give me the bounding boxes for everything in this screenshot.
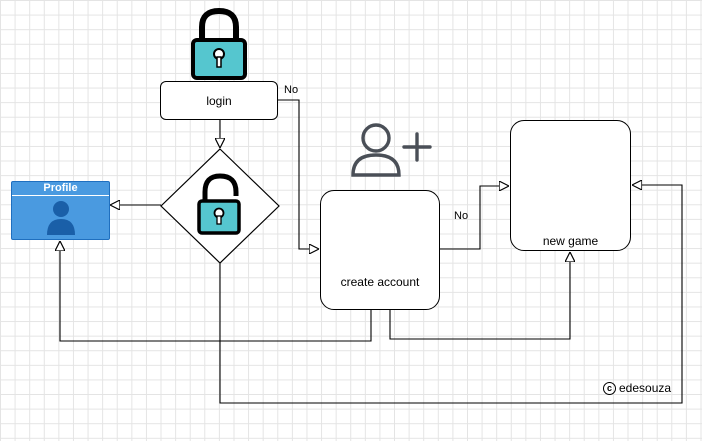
new-game-node[interactable]: new game: [510, 120, 631, 251]
edge-decision-to-game: [219, 185, 683, 404]
padlock-unlocked-icon: [197, 173, 241, 235]
padlock-locked-icon: [191, 7, 247, 80]
author-name: edesouza: [619, 381, 672, 395]
edge-create-no-to-game: [440, 186, 508, 250]
login-label: login: [206, 94, 232, 108]
edge-create-to-game: [389, 253, 570, 340]
create-account-node[interactable]: create account: [320, 190, 440, 310]
copyright-notice: c edesouza: [603, 381, 671, 395]
login-no-label: No: [284, 84, 299, 96]
profile-title: Profile: [12, 182, 109, 196]
edge-login-no-to-create: [278, 99, 318, 249]
new-game-label: new game: [542, 234, 599, 248]
edge-create-to-profile: [60, 242, 372, 342]
user-avatar-icon: [47, 201, 75, 235]
copyright-icon: c: [603, 381, 616, 395]
login-node[interactable]: login: [160, 81, 278, 120]
add-user-icon: [351, 123, 432, 177]
create-account-label: create account: [340, 275, 420, 289]
create-no-label: No: [454, 210, 469, 222]
profile-node[interactable]: Profile: [11, 181, 110, 240]
